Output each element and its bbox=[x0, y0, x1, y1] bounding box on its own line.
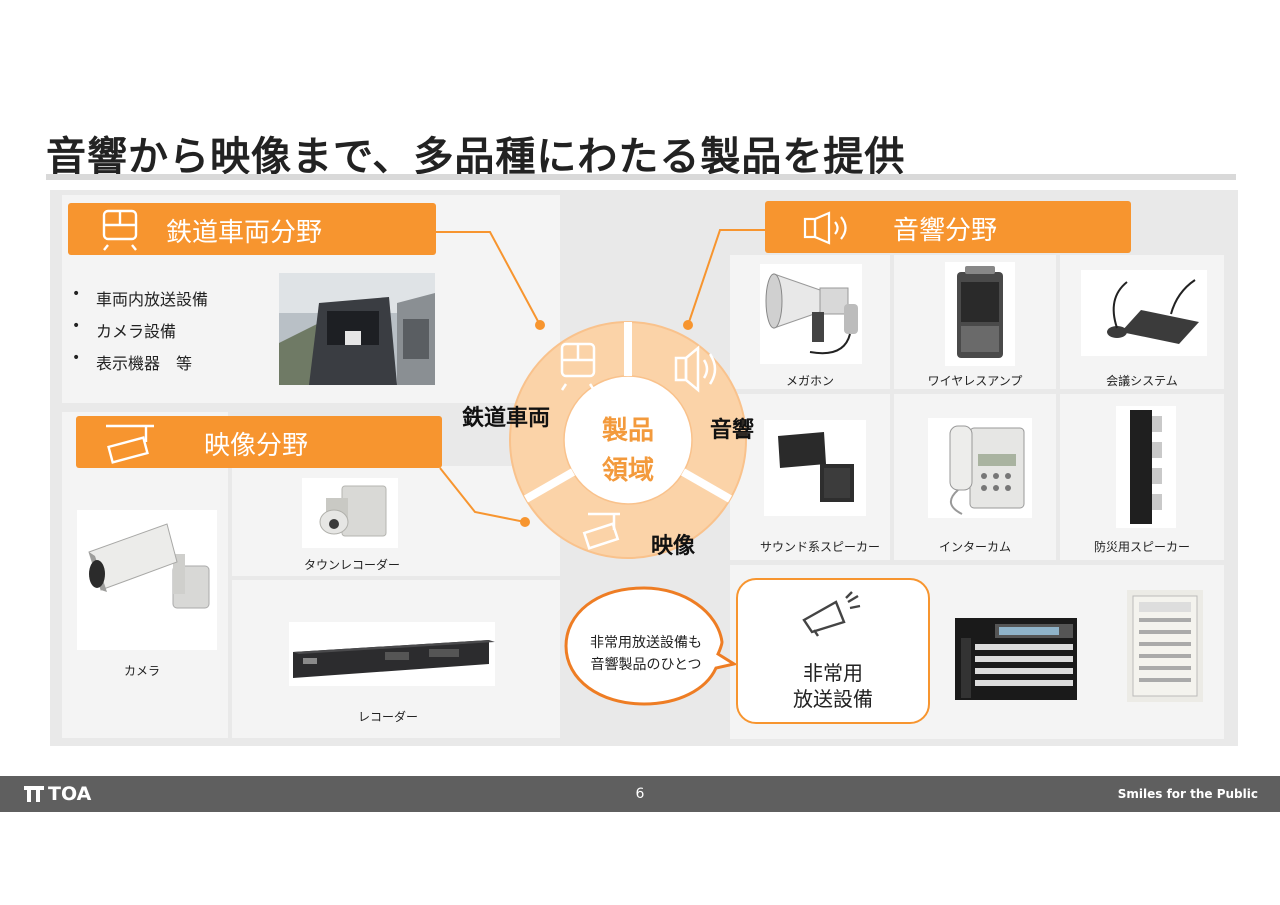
conference-system-photo bbox=[1081, 270, 1207, 356]
video-connector-dot bbox=[520, 517, 530, 527]
audio-connector bbox=[687, 229, 765, 326]
speech-bubble bbox=[564, 586, 738, 706]
railway-connector-dot bbox=[535, 320, 545, 330]
page-number: 6 bbox=[635, 786, 645, 802]
ring-divider-left bbox=[524, 468, 575, 503]
camera-photo bbox=[77, 510, 217, 650]
emergency-line1: 非常用 bbox=[803, 661, 863, 685]
audio-caption: メガホン bbox=[785, 374, 834, 388]
audio-heading: 音響分野 bbox=[893, 216, 998, 246]
audio-heading-bar: 音響分野 bbox=[765, 201, 1131, 253]
ring-label-railway: 鉄道車両 bbox=[462, 406, 551, 431]
emergency-panel-photo bbox=[1127, 590, 1203, 702]
video-heading: 映像分野 bbox=[204, 431, 309, 461]
railway-bullet: カメラ設備 bbox=[72, 318, 176, 342]
railway-heading-bar: 鉄道車両分野 bbox=[68, 203, 436, 255]
emergency-line2: 放送設備 bbox=[793, 687, 873, 711]
audio-caption: ワイヤレスアンプ bbox=[927, 374, 1023, 388]
train-photo bbox=[279, 273, 435, 385]
audio-caption: サウンド系スピーカー bbox=[759, 540, 880, 554]
megaphone-icon bbox=[802, 591, 861, 637]
slogan: Smiles for the Public bbox=[1117, 787, 1258, 801]
railway-bullet: 車両内放送設備 bbox=[72, 286, 208, 310]
ring-train-icon bbox=[560, 342, 596, 391]
video-caption: カメラ bbox=[123, 664, 160, 678]
ring-speaker-icon bbox=[674, 345, 717, 393]
video-caption: タウンレコーダー bbox=[303, 558, 400, 572]
speaker-icon bbox=[803, 211, 847, 245]
audio-caption: インターカム bbox=[938, 540, 1011, 554]
ring-center-line2: 領域 bbox=[602, 456, 655, 486]
emergency-rack-photo bbox=[955, 618, 1077, 700]
town-recorder-photo bbox=[302, 478, 398, 548]
ring-label-video: 映像 bbox=[651, 534, 696, 559]
page-title: 音響から映像まで、多品種にわたる製品を提供 bbox=[46, 134, 906, 180]
ring-label-audio: 音響 bbox=[710, 418, 755, 443]
ring-divider-right bbox=[681, 468, 732, 503]
intercom-photo bbox=[928, 418, 1032, 518]
megaphone-photo bbox=[760, 264, 862, 364]
video-connector bbox=[439, 467, 526, 523]
ring-hole bbox=[564, 376, 692, 504]
ring-center-line1: 製品 bbox=[602, 416, 655, 446]
wireless-amp-photo bbox=[945, 262, 1015, 366]
ring-camera-icon bbox=[582, 512, 620, 550]
video-heading-bar: 映像分野 bbox=[76, 416, 442, 468]
recorder-photo bbox=[289, 622, 495, 686]
bubble-line2: 音響製品のひとつ bbox=[590, 657, 702, 673]
footer-bar: TOA 6 Smiles for the Public bbox=[0, 776, 1280, 812]
audio-caption: 防災用スピーカー bbox=[1093, 540, 1190, 554]
train-icon bbox=[102, 209, 138, 251]
railway-connector bbox=[436, 231, 541, 326]
sound-speaker-photo bbox=[764, 420, 866, 516]
toa-logo: TOA bbox=[24, 783, 91, 805]
disaster-speaker-photo bbox=[1116, 406, 1176, 528]
bubble-line1: 非常用放送設備も bbox=[590, 635, 702, 651]
railway-bullet: 表示機器 等 bbox=[72, 350, 192, 374]
toa-logo-icon bbox=[24, 786, 44, 802]
camera-icon bbox=[106, 424, 154, 464]
title-underline bbox=[46, 174, 1236, 180]
audio-caption: 会議システム bbox=[1106, 374, 1178, 388]
video-caption: レコーダー bbox=[357, 710, 418, 724]
railway-heading: 鉄道車両分野 bbox=[166, 218, 323, 248]
audio-connector-dot bbox=[683, 320, 693, 330]
